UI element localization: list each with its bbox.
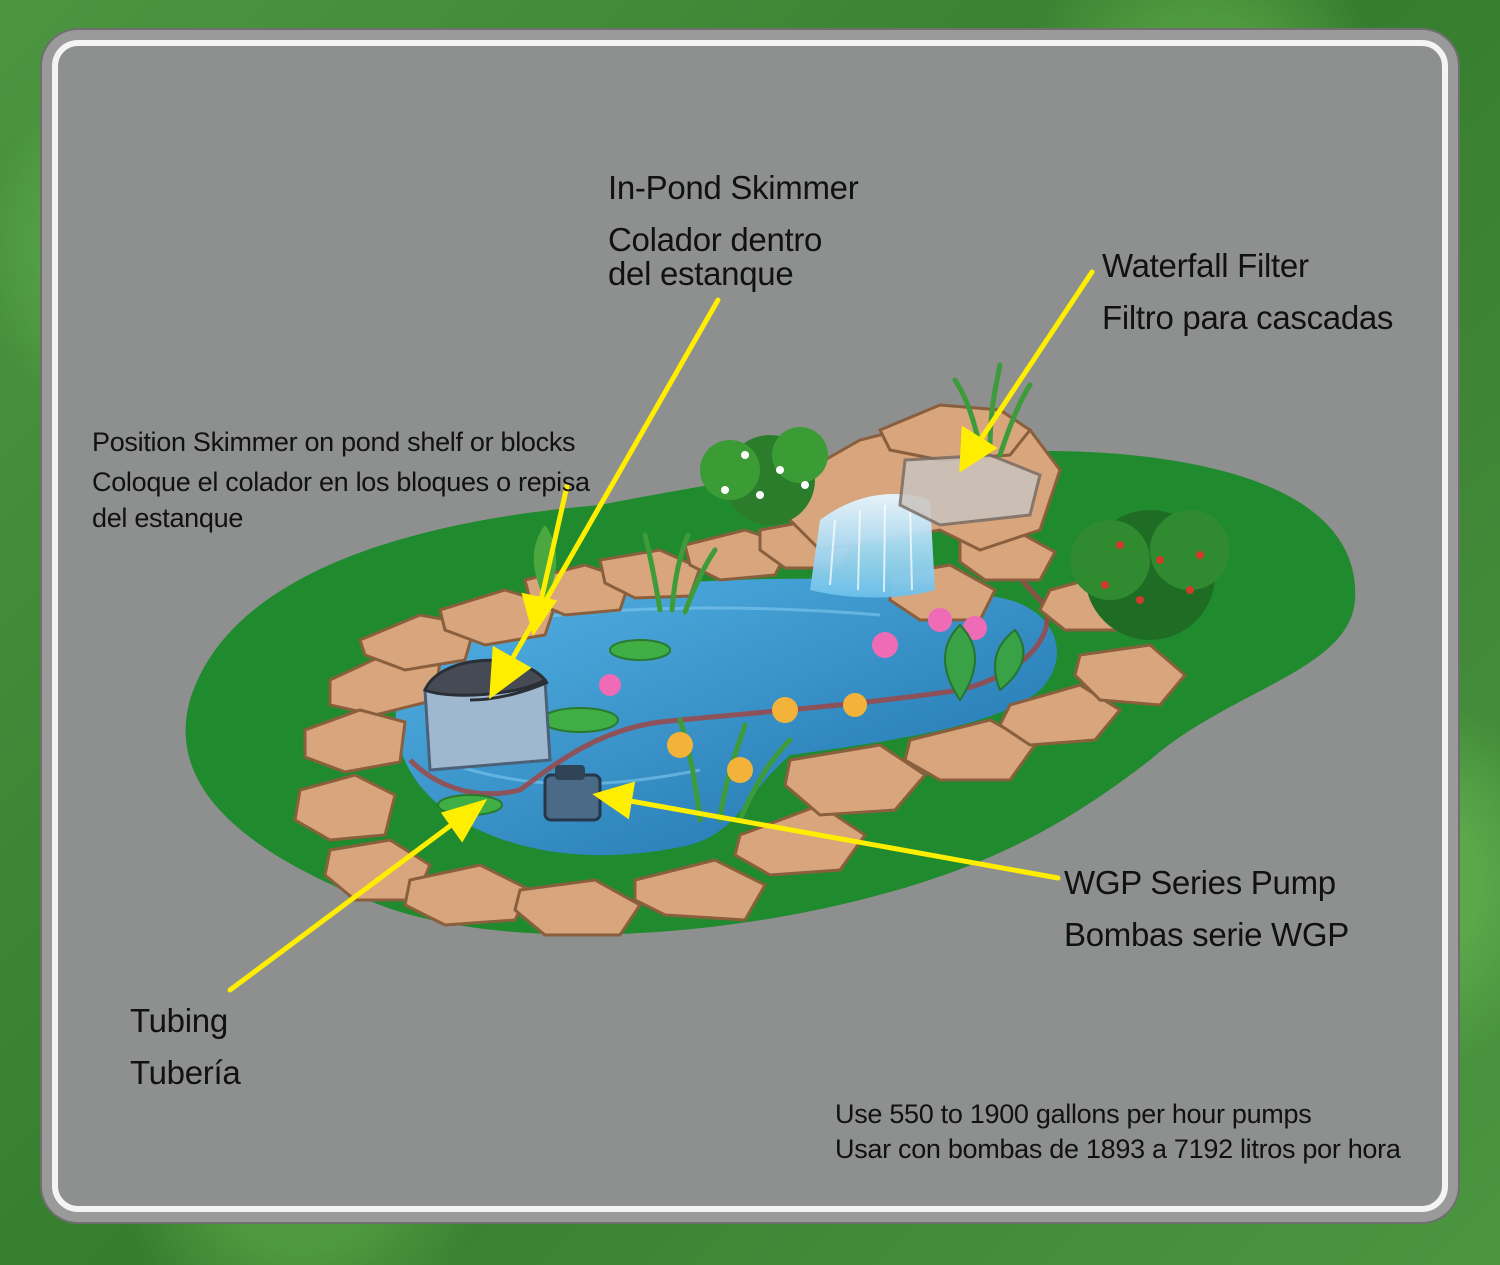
waterfall (810, 494, 935, 598)
flowering-shrub (700, 427, 828, 525)
berry-shrub (1070, 510, 1230, 640)
pump-label-es: Bombas serie WGP (1064, 916, 1349, 953)
stone-border (293, 518, 1188, 937)
lily-leaves (944, 623, 1025, 702)
yellow-irises (667, 693, 867, 783)
callout-arrows (227, 269, 1095, 993)
pump-label-en: WGP Series Pump (1064, 864, 1336, 901)
position-note-line3: del estanque (92, 503, 244, 533)
tubing-label-es: Tubería (130, 1054, 241, 1091)
water-lilies (599, 608, 987, 696)
position-note-line2: Coloque el colador en los bloques o repi… (92, 467, 590, 497)
skimmer-label-es-line2: del estanque (608, 255, 794, 292)
pump-capacity-note-en: Use 550 to 1900 gallons per hour pumps (835, 1099, 1312, 1129)
skimmer-label-en: In-Pond Skimmer (608, 169, 859, 206)
skimmer-label-es-line1: Colador dentro (608, 221, 823, 258)
in-pond-skimmer (423, 658, 552, 772)
waterfall-filter-box (898, 453, 1042, 527)
tubing-label-en: Tubing (130, 1002, 228, 1039)
pump-capacity-note-es: Usar con bombas de 1893 a 7192 litros po… (835, 1134, 1401, 1164)
position-note-line1: Position Skimmer on pond shelf or blocks (92, 427, 576, 457)
arrowhead-plant (533, 525, 557, 600)
waterfall-label-es: Filtro para cascadas (1102, 299, 1394, 336)
waterfall-label-en: Waterfall Filter (1102, 247, 1309, 284)
